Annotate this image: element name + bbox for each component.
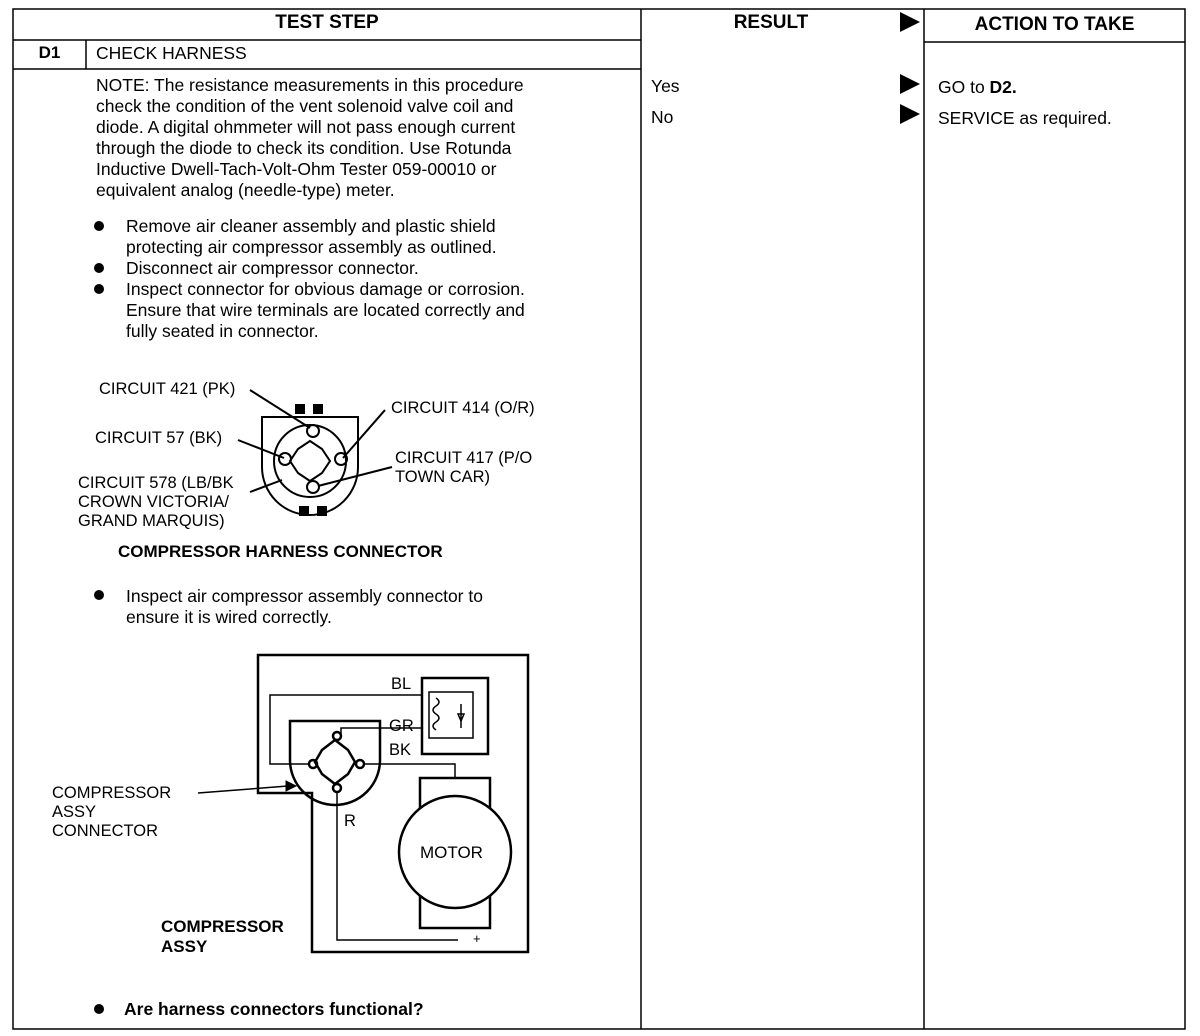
action-no: SERVICE as required. — [938, 108, 1112, 128]
result-arrow-icon — [900, 74, 920, 94]
step-title: CHECK HARNESS — [96, 43, 247, 63]
note-line: through the diode to check its condition… — [96, 138, 512, 158]
action-yes-link[interactable]: D2. — [989, 77, 1017, 97]
circuit-57-label: CIRCUIT 57 (BK) — [95, 429, 223, 447]
bullet-item: Inspect air compressor assembly connecto… — [126, 586, 636, 628]
compressor-assy-label: COMPRESSOR ASSY — [161, 917, 284, 957]
result-yes: Yes — [651, 76, 680, 96]
harness-leader-lines — [237, 389, 393, 493]
bullet-icon — [94, 221, 104, 231]
connector-label-line: ASSY — [52, 803, 97, 821]
assy-label-line: COMPRESSOR — [161, 917, 284, 936]
header-action: ACTION TO TAKE — [974, 14, 1135, 35]
connector-label-line: COMPRESSOR — [52, 784, 172, 802]
circuit-578-label: CIRCUIT 578 (LB/BK CROWN VICTORIA/ GRAND… — [78, 474, 234, 531]
action-yes-text: GO to — [938, 77, 990, 97]
wire-gr-label: GR — [389, 717, 414, 735]
action-yes: GO to D2. — [938, 77, 1017, 98]
bullet-line: Inspect connector for obvious damage or … — [126, 279, 525, 299]
bullet-line: Inspect air compressor assembly connecto… — [126, 586, 483, 606]
bullet-icon — [94, 590, 104, 600]
step-id: D1 — [38, 43, 61, 62]
note-paragraph: NOTE: The resistance measurements in thi… — [96, 75, 636, 201]
bullet-line: Ensure that wire terminals are located c… — [126, 300, 525, 320]
result-no: No — [651, 107, 674, 127]
wire-r-label: R — [344, 812, 356, 830]
circuit-417-label: CIRCUIT 417 (P/O TOWN CAR) — [395, 449, 532, 487]
header-arrow-icon — [900, 12, 920, 32]
bullet-item: Inspect connector for obvious damage or … — [126, 279, 636, 342]
result-arrow-icon — [900, 104, 920, 124]
bullet-line: Disconnect air compressor connector. — [126, 258, 419, 278]
assy-label-line: ASSY — [161, 937, 208, 956]
circuit-417-line: TOWN CAR) — [395, 468, 491, 486]
question-text: Are harness connectors functional? — [124, 999, 424, 1019]
wire-bk-label: BK — [389, 741, 412, 759]
bullet-icon — [94, 1004, 104, 1014]
circuit-578-line: CIRCUIT 578 (LB/BK — [78, 474, 234, 492]
note-line: NOTE: The resistance measurements in thi… — [96, 75, 524, 95]
bullet-line: protecting air compressor assembly as ou… — [126, 237, 497, 257]
bullet-line: fully seated in connector. — [126, 321, 319, 341]
harness-caption: COMPRESSOR HARNESS CONNECTOR — [118, 542, 443, 561]
note-line: diode. A digital ohmmeter will not pass … — [96, 117, 516, 137]
connector-label-line: CONNECTOR — [52, 822, 159, 840]
circuit-578-line: CROWN VICTORIA/ — [78, 493, 229, 511]
bullet-item: Disconnect air compressor connector. — [126, 258, 636, 279]
bullet-item: Remove air cleaner assembly and plastic … — [126, 216, 636, 258]
note-line: equivalent analog (needle-type) meter. — [96, 180, 395, 200]
plus-label: + — [473, 931, 481, 946]
bullet-icon — [94, 263, 104, 273]
circuit-421-label: CIRCUIT 421 (PK) — [99, 380, 236, 398]
bullet-icon — [94, 284, 104, 294]
bullet-line: Remove air cleaner assembly and plastic … — [126, 216, 496, 236]
wire-bl-label: BL — [391, 675, 412, 693]
circuit-417-line: CIRCUIT 417 (P/O — [395, 449, 533, 467]
motor-label: MOTOR — [420, 843, 483, 862]
circuit-578-line: GRAND MARQUIS) — [78, 512, 225, 530]
note-line: Inductive Dwell-Tach-Volt-Ohm Tester 059… — [96, 159, 497, 179]
header-test-step: TEST STEP — [275, 12, 379, 33]
circuit-414-label: CIRCUIT 414 (O/R) — [391, 399, 535, 417]
compressor-assy-drawing — [197, 653, 530, 954]
note-line: check the condition of the vent solenoid… — [96, 96, 514, 116]
header-result: RESULT — [733, 12, 809, 33]
bullet-line: ensure it is wired correctly. — [126, 607, 332, 627]
compressor-connector-label: COMPRESSOR ASSY CONNECTOR — [52, 784, 171, 841]
